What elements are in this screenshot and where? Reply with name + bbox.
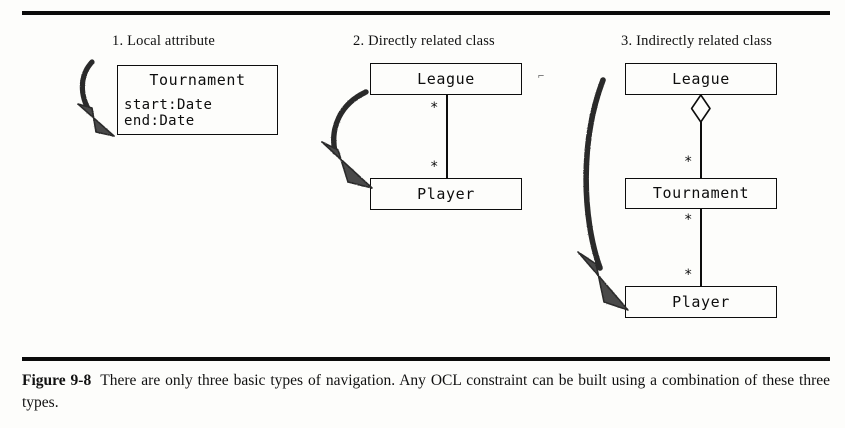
multiplicity-tournament-end-d3: * — [684, 154, 693, 170]
attributes-compartment-d1: start:Date end:Date — [117, 95, 278, 135]
section-title-local-attribute: 1. Local attribute — [112, 33, 216, 49]
navigation-arrow-d1 — [77, 59, 115, 137]
class-box-league-d3: League — [625, 63, 777, 95]
class-box-player-d3: Player — [625, 286, 777, 318]
multiplicity-tournament-source-d3: * — [684, 212, 693, 228]
top-rule — [22, 11, 830, 15]
multiplicity-player-end-d3: * — [684, 267, 693, 283]
class-name-player-d2: Player — [417, 184, 475, 203]
association-line-league-player-d2 — [446, 95, 448, 178]
section-title-indirectly-related-class: 3. Indirectly related class — [621, 33, 773, 49]
association-line-league-tournament-d3 — [700, 122, 702, 178]
class-name-tournament-d3: Tournament — [652, 184, 750, 202]
multiplicity-player-end-d2: * — [430, 159, 439, 175]
class-box-league-d2: League — [370, 63, 522, 95]
class-box-tournament-d3: Tournament — [625, 178, 777, 209]
figure-caption-text: There are only three basic types of navi… — [22, 372, 830, 411]
navigation-arrow-d3 — [577, 77, 629, 311]
bottom-rule — [22, 357, 830, 361]
association-line-tournament-player-d3 — [700, 209, 702, 286]
class-name-tournament-d1: Tournament — [149, 71, 246, 89]
multiplicity-league-end-d2: * — [430, 100, 439, 116]
class-name-player-d3: Player — [672, 292, 730, 311]
attribute-start-date: start:Date — [124, 97, 213, 113]
class-name-league-d2: League — [417, 69, 475, 88]
scan-speck: ⌐ — [538, 70, 545, 82]
class-name-league-d3: League — [672, 69, 730, 88]
section-title-directly-related-class: 2. Directly related class — [353, 33, 495, 49]
attribute-end-date: end:Date — [124, 113, 195, 130]
aggregation-diamond-d3 — [690, 94, 711, 123]
class-box-player-d2: Player — [370, 178, 522, 210]
figure-label: Figure 9-8 — [22, 372, 92, 389]
class-box-tournament-d1: Tournament — [117, 65, 278, 96]
navigation-arrow-d2 — [321, 89, 373, 189]
